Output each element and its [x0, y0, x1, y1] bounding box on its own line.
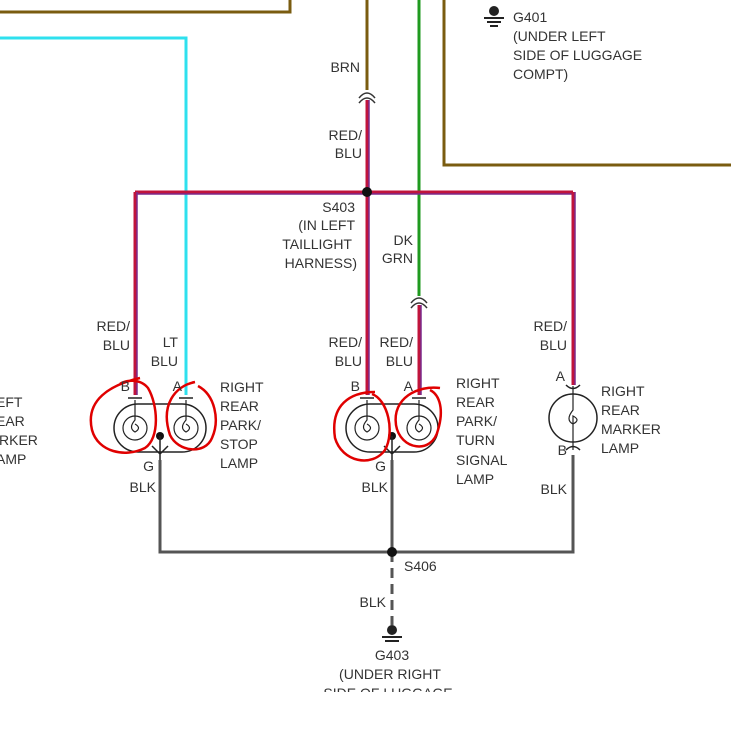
label-stop-lamp-4: STOP	[220, 436, 258, 452]
label-left-lamp-2: EAR	[0, 413, 25, 429]
label-stop-lamp-2: REAR	[220, 398, 259, 414]
label-stop-lamp-3: PARK/	[220, 417, 261, 433]
g403-ground-icon	[382, 625, 402, 642]
label-turn-redblu-b-1: RED/	[329, 334, 363, 350]
label-stop-redblu-1: RED/	[97, 318, 131, 334]
label-s403-note-2: TAILLIGHT	[282, 236, 352, 252]
label-brn: BRN	[330, 59, 360, 75]
splice-s403-dot	[362, 187, 372, 197]
label-blk-stop: BLK	[130, 479, 157, 495]
label-turn-lamp-1: RIGHT	[456, 375, 500, 391]
park-stop-lamp-icon	[113, 397, 207, 460]
label-g401: G401	[513, 9, 547, 25]
label-g401-note-3: COMPT)	[513, 66, 568, 82]
wire-brown-g401-frame	[442, 0, 731, 167]
label-turn-redblu-a-1: RED/	[380, 334, 414, 350]
wire-lt-blu	[0, 36, 188, 395]
label-red-blu-top-2: BLU	[335, 145, 362, 161]
label-left-lamp-3: MARKER	[0, 432, 38, 448]
label-marker-pin-b: B	[558, 442, 567, 458]
label-blk-turn: BLK	[362, 479, 389, 495]
wire-blk-bus	[158, 455, 575, 554]
label-stop-ltblu-2: BLU	[151, 353, 178, 369]
label-turn-pin-b: B	[351, 378, 360, 394]
connector-brn-red	[358, 92, 376, 104]
label-s403-note-1: (IN LEFT	[298, 217, 355, 233]
label-marker-lamp-1: RIGHT	[601, 383, 645, 399]
park-turn-lamp-icon	[345, 397, 439, 460]
label-g401-note-1: (UNDER LEFT	[513, 28, 606, 44]
label-g403-note-1: (UNDER RIGHT	[339, 666, 441, 682]
wire-brown-top-left	[0, 0, 292, 14]
label-turn-lamp-2: REAR	[456, 394, 495, 410]
label-stop-pin-b: B	[121, 378, 130, 394]
label-grn: GRN	[382, 250, 413, 266]
splice-s406-dot	[387, 547, 397, 557]
label-turn-lamp-3: PARK/	[456, 413, 497, 429]
label-left-lamp-1: EFT	[0, 394, 23, 410]
label-stop-lamp-1: RIGHT	[220, 379, 264, 395]
label-marker-redblu-1: RED/	[534, 318, 568, 334]
g401-ground-icon	[484, 6, 504, 27]
connector-dk-grn	[410, 297, 428, 309]
label-s406: S406	[404, 558, 437, 574]
label-g401-note-2: SIDE OF LUGGAGE	[513, 47, 642, 63]
label-turn-redblu-b-2: BLU	[335, 353, 362, 369]
marker-lamp-icon	[548, 384, 598, 451]
label-turn-pin-g: G	[375, 458, 386, 474]
label-red-blu-top-1: RED/	[329, 127, 363, 143]
label-marker-lamp-3: MARKER	[601, 421, 661, 437]
label-left-lamp-4: AMP	[0, 451, 26, 467]
label-turn-lamp-4: TURN	[456, 432, 495, 448]
label-stop-lamp-5: LAMP	[220, 455, 258, 471]
label-stop-redblu-2: BLU	[103, 337, 130, 353]
label-marker-pin-a: A	[556, 368, 566, 384]
label-marker-lamp-2: REAR	[601, 402, 640, 418]
label-stop-pin-g: G	[143, 458, 154, 474]
label-marker-lamp-4: LAMP	[601, 440, 639, 456]
label-s403: S403	[322, 199, 355, 215]
label-blk-ground: BLK	[360, 594, 387, 610]
label-turn-lamp-5: SIGNAL	[456, 452, 508, 468]
label-stop-pin-a: A	[173, 378, 183, 394]
label-dk: DK	[394, 232, 414, 248]
annotation-circles	[89, 376, 442, 462]
label-turn-pin-a: A	[404, 378, 414, 394]
label-marker-redblu-2: BLU	[540, 337, 567, 353]
label-g403: G403	[375, 647, 409, 663]
label-turn-redblu-a-2: BLU	[386, 353, 413, 369]
label-blk-marker: BLK	[541, 481, 568, 497]
label-stop-ltblu-1: LT	[163, 334, 179, 350]
label-turn-lamp-6: LAMP	[456, 471, 494, 487]
label-s403-note-3: HARNESS)	[285, 255, 357, 271]
